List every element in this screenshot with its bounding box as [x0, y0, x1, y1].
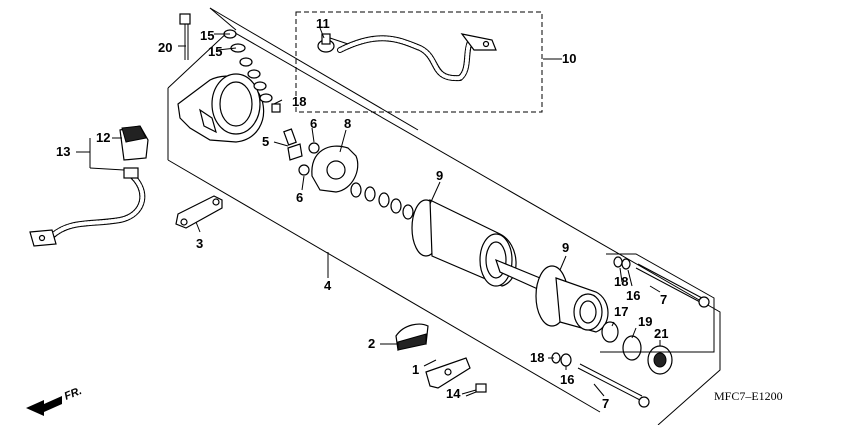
callout-7-a: 7 — [660, 292, 667, 307]
callout-21: 21 — [654, 326, 668, 341]
callout-16-a: 16 — [626, 288, 640, 303]
callout-11: 11 — [316, 16, 330, 31]
rear-cover-housing — [177, 73, 265, 143]
front-cover — [535, 265, 609, 333]
callout-2: 2 — [368, 336, 375, 351]
terminal-plate — [425, 357, 487, 397]
fastener-inset-outline — [600, 253, 715, 353]
callout-7-b: 7 — [602, 396, 609, 411]
diagram-code: MFC7–E1200 — [714, 389, 783, 403]
callout-15-b: 15 — [208, 44, 222, 59]
ground-cable — [29, 167, 146, 247]
callout-10: 10 — [562, 51, 576, 66]
callout-17: 17 — [614, 304, 628, 319]
cable-box — [295, 11, 543, 113]
brush-holder-plate — [311, 145, 359, 193]
seal-and-bearing — [601, 321, 673, 375]
front-direction-label: FR. — [63, 385, 84, 403]
callout-12: 12 — [96, 130, 110, 145]
callout-16-b: 16 — [560, 372, 574, 387]
front-direction-arrow-icon — [26, 396, 62, 416]
assembly-outline — [167, 7, 721, 425]
callout-15-a: 15 — [200, 28, 214, 43]
callout-19: 19 — [638, 314, 652, 329]
long-bolt-20 — [179, 13, 191, 60]
callout-1: 1 — [412, 362, 419, 377]
callout-13: 13 — [56, 144, 70, 159]
callout-6-b: 6 — [296, 190, 303, 205]
small-washers — [551, 256, 631, 367]
callout-14: 14 — [446, 386, 461, 401]
callout-5: 5 — [262, 134, 269, 149]
callout-6-a: 6 — [310, 116, 317, 131]
terminal-bolt — [317, 33, 349, 53]
callout-18-b: 18 — [614, 274, 628, 289]
brush-block — [395, 323, 429, 352]
centre-washers — [350, 182, 414, 220]
leader-lines — [76, 27, 661, 397]
callout-20: 20 — [158, 40, 172, 55]
callout-3: 3 — [196, 236, 203, 251]
callout-9-a: 9 — [436, 168, 443, 183]
motor-yoke — [411, 199, 541, 291]
callout-18-a: 18 — [292, 94, 306, 109]
terminal-cover — [119, 125, 149, 161]
callout-4: 4 — [324, 278, 332, 293]
through-bolts — [577, 263, 710, 408]
starter-cable — [337, 33, 497, 82]
callout-8: 8 — [344, 116, 351, 131]
callout-9-b: 9 — [562, 240, 569, 255]
mounting-bracket — [175, 195, 223, 229]
callout-18-c: 18 — [530, 350, 544, 365]
brush-parts — [283, 128, 320, 176]
